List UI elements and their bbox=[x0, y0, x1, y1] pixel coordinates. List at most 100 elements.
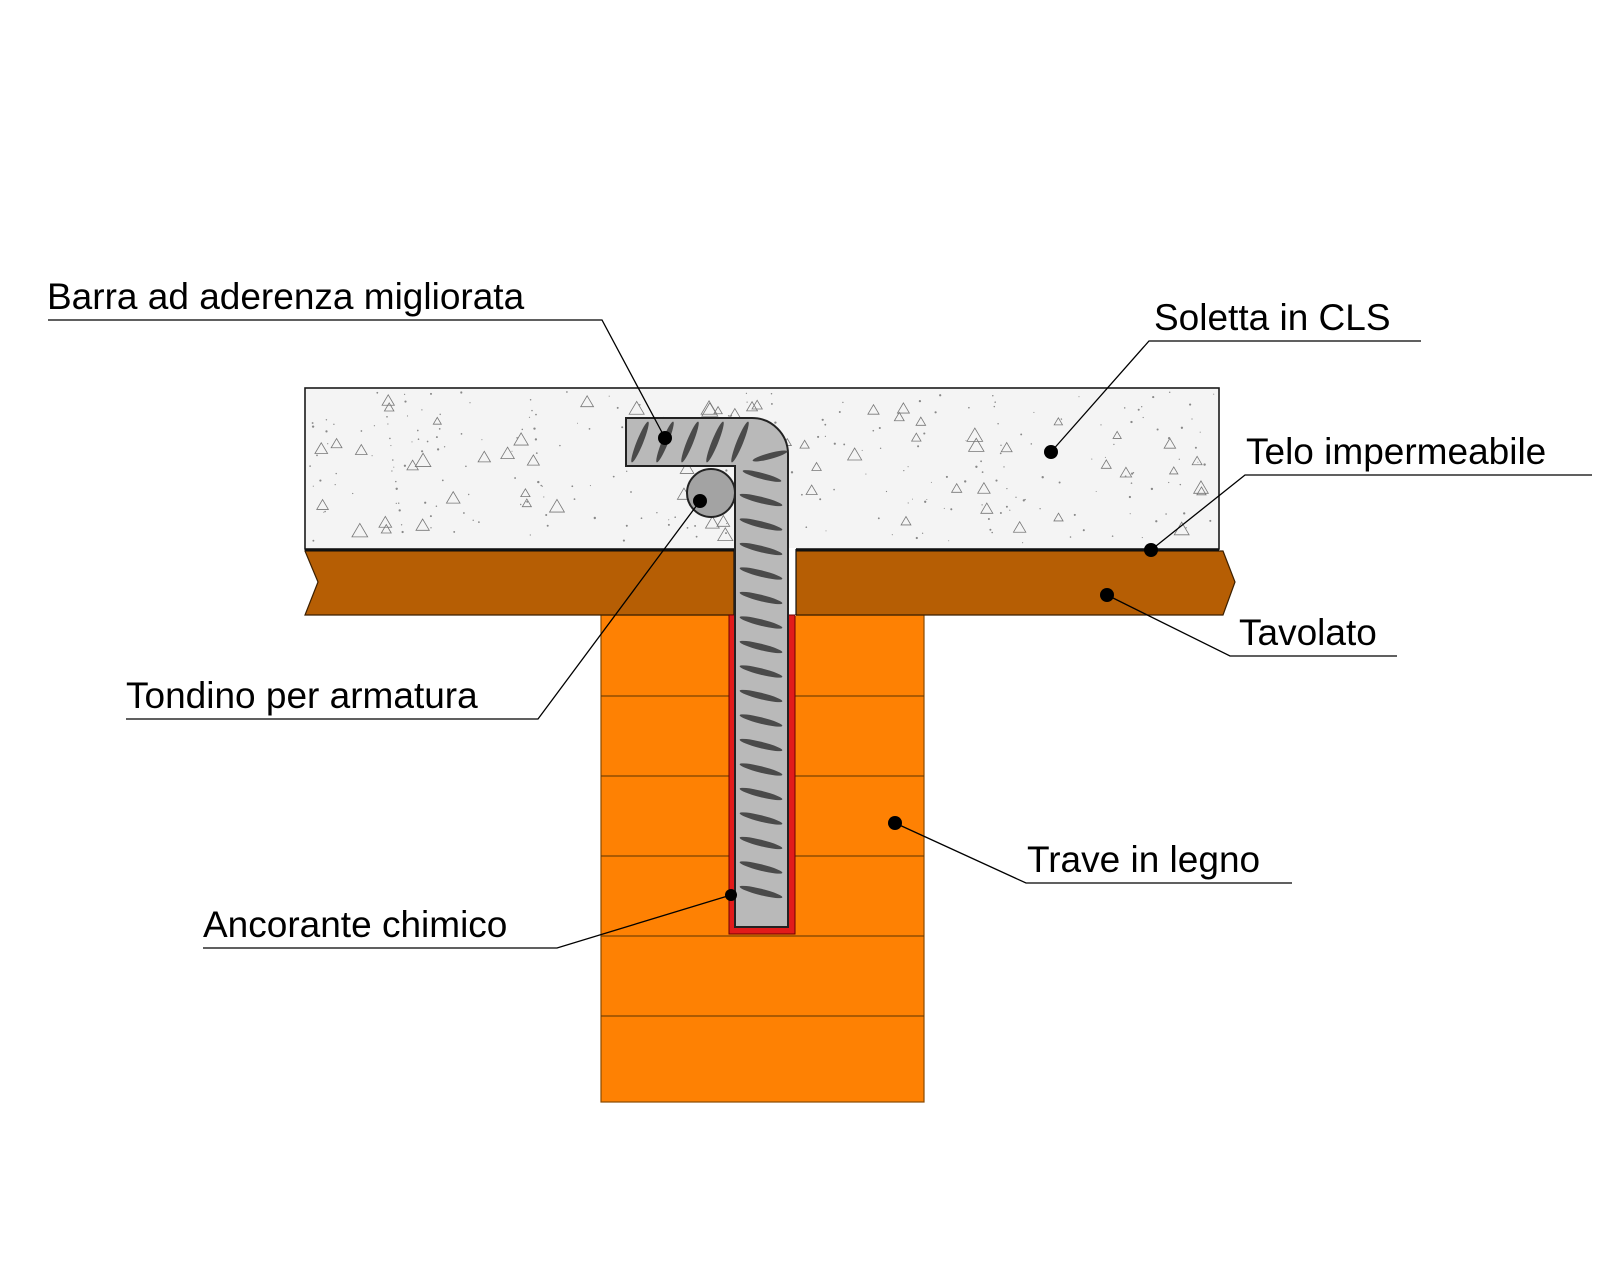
aggregate-speck bbox=[391, 470, 393, 472]
aggregate-speck bbox=[421, 409, 423, 411]
aggregate-speck bbox=[926, 498, 928, 501]
aggregate-speck bbox=[991, 531, 994, 534]
dot-telo bbox=[1144, 543, 1158, 557]
aggregate-speck bbox=[467, 493, 470, 496]
aggregate-speck bbox=[1199, 431, 1201, 433]
rebar-rib bbox=[631, 421, 649, 463]
aggregate-speck bbox=[438, 428, 441, 430]
aggregate-stone bbox=[976, 481, 991, 494]
aggregate-speck bbox=[1022, 499, 1025, 502]
aggregate-stone bbox=[521, 498, 533, 508]
leader-telo bbox=[1150, 474, 1592, 551]
aggregate-speck bbox=[999, 512, 1002, 514]
aggregate-speck bbox=[534, 438, 538, 441]
aggregate-speck bbox=[997, 422, 999, 425]
aggregate-speck bbox=[1168, 391, 1171, 394]
aggregate-speck bbox=[392, 459, 394, 461]
aggregate-speck bbox=[1128, 495, 1132, 499]
leader-tondino bbox=[126, 500, 701, 720]
aggregate-stone bbox=[950, 482, 963, 493]
aggregate-speck bbox=[1006, 487, 1008, 490]
rebar-rib bbox=[739, 861, 783, 874]
aggregate-speck bbox=[965, 440, 967, 442]
rebar-rib bbox=[752, 450, 788, 462]
aggregate-speck bbox=[460, 391, 463, 394]
aggregate-speck bbox=[472, 519, 474, 521]
aggregate-speck bbox=[995, 479, 998, 482]
rebar-rib bbox=[739, 591, 783, 605]
aggregate-speck bbox=[1124, 475, 1127, 478]
aggregate-speck bbox=[566, 391, 568, 393]
rebar-rib bbox=[739, 714, 783, 727]
leaders bbox=[48, 319, 1592, 949]
aggregate-speck bbox=[1104, 456, 1106, 458]
aggregate-speck bbox=[843, 443, 846, 446]
aggregate-stone bbox=[500, 446, 516, 460]
aggregate-speck bbox=[918, 399, 922, 403]
aggregate-speck bbox=[612, 475, 615, 478]
label-trave: Trave in legno bbox=[1027, 839, 1260, 880]
aggregate-speck bbox=[930, 481, 932, 483]
aggregate-stone bbox=[330, 437, 343, 449]
aggregate-stone bbox=[1100, 459, 1112, 469]
aggregate-speck bbox=[1203, 463, 1206, 466]
ribbed-rebar bbox=[625, 417, 789, 928]
aggregate-speck bbox=[616, 406, 619, 409]
label-tondino: Tondino per armatura bbox=[126, 675, 478, 716]
aggregate-speck bbox=[387, 423, 389, 425]
aggregate-stone bbox=[1000, 441, 1013, 453]
aggregate-speck bbox=[589, 485, 591, 487]
aggregate-speck bbox=[879, 447, 882, 450]
aggregate-speck bbox=[373, 425, 376, 427]
aggregate-speck bbox=[404, 400, 407, 403]
aggregate-speck bbox=[1069, 536, 1072, 538]
aggregate-speck bbox=[819, 498, 822, 501]
aggregate-speck bbox=[943, 507, 945, 509]
aggregate-stone bbox=[580, 394, 595, 408]
aggregate-speck bbox=[948, 540, 950, 542]
aggregate-speck bbox=[999, 452, 1002, 455]
rebar-rib bbox=[739, 640, 783, 654]
aggregate-speck bbox=[668, 519, 670, 521]
aggregate-speck bbox=[1041, 476, 1044, 479]
aggregate-speck bbox=[1132, 472, 1135, 474]
aggregate-speck bbox=[608, 395, 610, 397]
aggregate-speck bbox=[903, 469, 905, 472]
aggregate-speck bbox=[1209, 519, 1212, 522]
aggregate-speck bbox=[511, 450, 513, 452]
aggregate-speck bbox=[981, 471, 984, 473]
rebar-rib bbox=[739, 493, 783, 507]
leader-ancorante bbox=[203, 894, 732, 949]
aggregate-speck bbox=[312, 485, 314, 487]
aggregate-speck bbox=[426, 440, 429, 443]
aggregate-speck bbox=[559, 444, 561, 447]
aggregate-speck bbox=[514, 477, 517, 479]
aggregate-stone bbox=[526, 454, 541, 466]
aggregate-stone bbox=[548, 498, 566, 513]
aggregate-speck bbox=[861, 449, 863, 451]
aggregate-speck bbox=[994, 401, 996, 403]
dot-soletta bbox=[1044, 445, 1058, 459]
aggregate-speck bbox=[626, 470, 628, 472]
aggregate-speck bbox=[319, 479, 322, 482]
aggregate-speck bbox=[406, 415, 409, 417]
aggregate-speck bbox=[546, 524, 549, 527]
aggregate-stone bbox=[811, 461, 822, 471]
aggregate-speck bbox=[395, 480, 397, 483]
aggregate-speck bbox=[727, 414, 730, 417]
aggregate-stone bbox=[1191, 455, 1203, 466]
aggregate-speck bbox=[481, 439, 483, 441]
aggregate-speck bbox=[435, 505, 438, 508]
aggregate-speck bbox=[325, 430, 328, 433]
aggregate-stone bbox=[1112, 430, 1122, 439]
aggregate-speck bbox=[877, 517, 880, 520]
aggregate-speck bbox=[400, 524, 403, 526]
aggregate-speck bbox=[945, 475, 948, 478]
aggregate-stone bbox=[316, 498, 330, 510]
aggregate-speck bbox=[398, 509, 401, 512]
aggregate-stone bbox=[380, 523, 392, 534]
aggregate-speck bbox=[1197, 461, 1199, 463]
rebar-rib bbox=[739, 518, 783, 531]
aggregate-stone bbox=[896, 402, 911, 414]
aggregate-speck bbox=[439, 413, 441, 416]
